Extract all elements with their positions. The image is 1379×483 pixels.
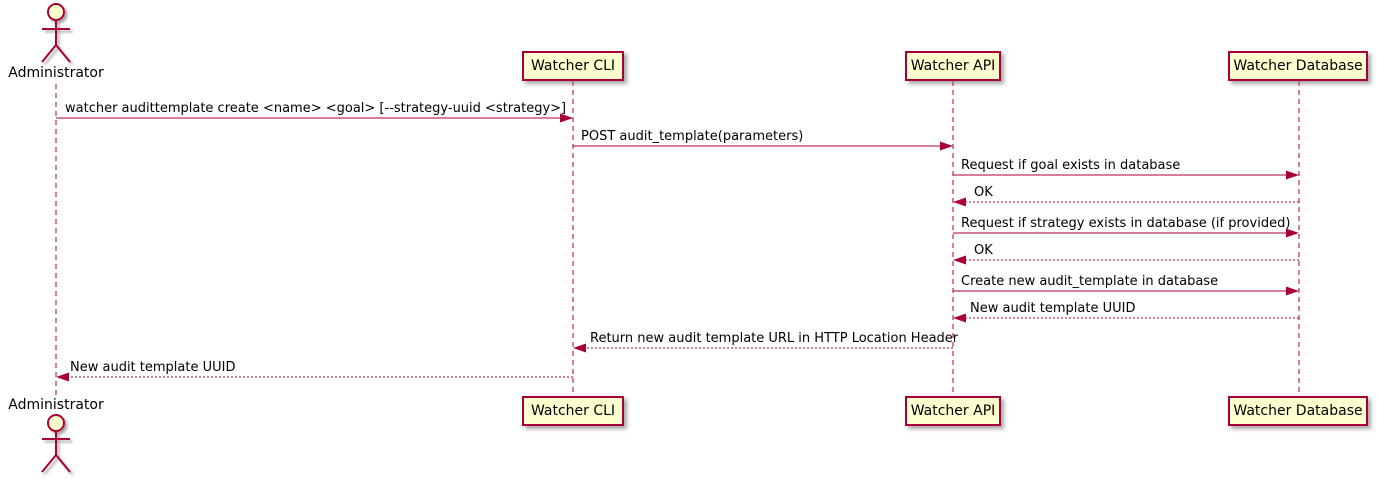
message-label-7: Create new audit_template in database bbox=[961, 274, 1219, 289]
participant-box-watcher-database-top: Watcher Database bbox=[1228, 51, 1368, 81]
message-arrow-2 bbox=[573, 141, 953, 151]
message-label-3: Request if goal exists in database bbox=[961, 158, 1181, 173]
message-label-9: Return new audit template URL in HTTP Lo… bbox=[590, 331, 959, 346]
message-arrow-7 bbox=[953, 286, 1299, 296]
message-label-1: watcher audittemplate create <name> <goa… bbox=[65, 101, 567, 116]
message-arrow-6 bbox=[953, 255, 1299, 265]
message-label-2: POST audit_template(parameters) bbox=[581, 129, 804, 144]
message-arrow-4 bbox=[953, 197, 1299, 207]
message-label-5: Request if strategy exists in database (… bbox=[961, 216, 1291, 231]
message-label-8: New audit template UUID bbox=[970, 301, 1136, 316]
message-arrow-1 bbox=[56, 113, 573, 123]
message-arrow-3 bbox=[953, 170, 1299, 180]
participant-box-watcher-cli-top: Watcher CLI bbox=[522, 51, 624, 81]
message-label-10: New audit template UUID bbox=[70, 360, 236, 375]
actor-label-administrator-top: Administrator bbox=[8, 65, 104, 81]
actor-icon-bottom bbox=[41, 414, 71, 473]
participant-label: Watcher CLI bbox=[530, 403, 616, 419]
participant-label: Watcher Database bbox=[1233, 58, 1363, 74]
participant-box-watcher-database-bottom: Watcher Database bbox=[1228, 396, 1368, 426]
participant-label: Watcher CLI bbox=[530, 58, 616, 74]
participant-box-watcher-api-bottom: Watcher API bbox=[905, 396, 1001, 426]
participant-box-watcher-cli-bottom: Watcher CLI bbox=[522, 396, 624, 426]
message-arrow-8 bbox=[953, 313, 1299, 323]
participant-label: Watcher API bbox=[910, 403, 996, 419]
actor-icon-top bbox=[41, 3, 71, 63]
actor-label-administrator-bottom: Administrator bbox=[8, 397, 104, 413]
participant-box-watcher-api-top: Watcher API bbox=[905, 51, 1001, 81]
message-arrow-10 bbox=[56, 372, 573, 382]
message-label-4: OK bbox=[974, 185, 993, 200]
participant-label: Watcher Database bbox=[1233, 403, 1363, 419]
message-label-6: OK bbox=[974, 243, 993, 258]
message-arrow-9 bbox=[573, 343, 953, 353]
participant-label: Watcher API bbox=[910, 58, 996, 74]
message-arrow-5 bbox=[953, 228, 1299, 238]
